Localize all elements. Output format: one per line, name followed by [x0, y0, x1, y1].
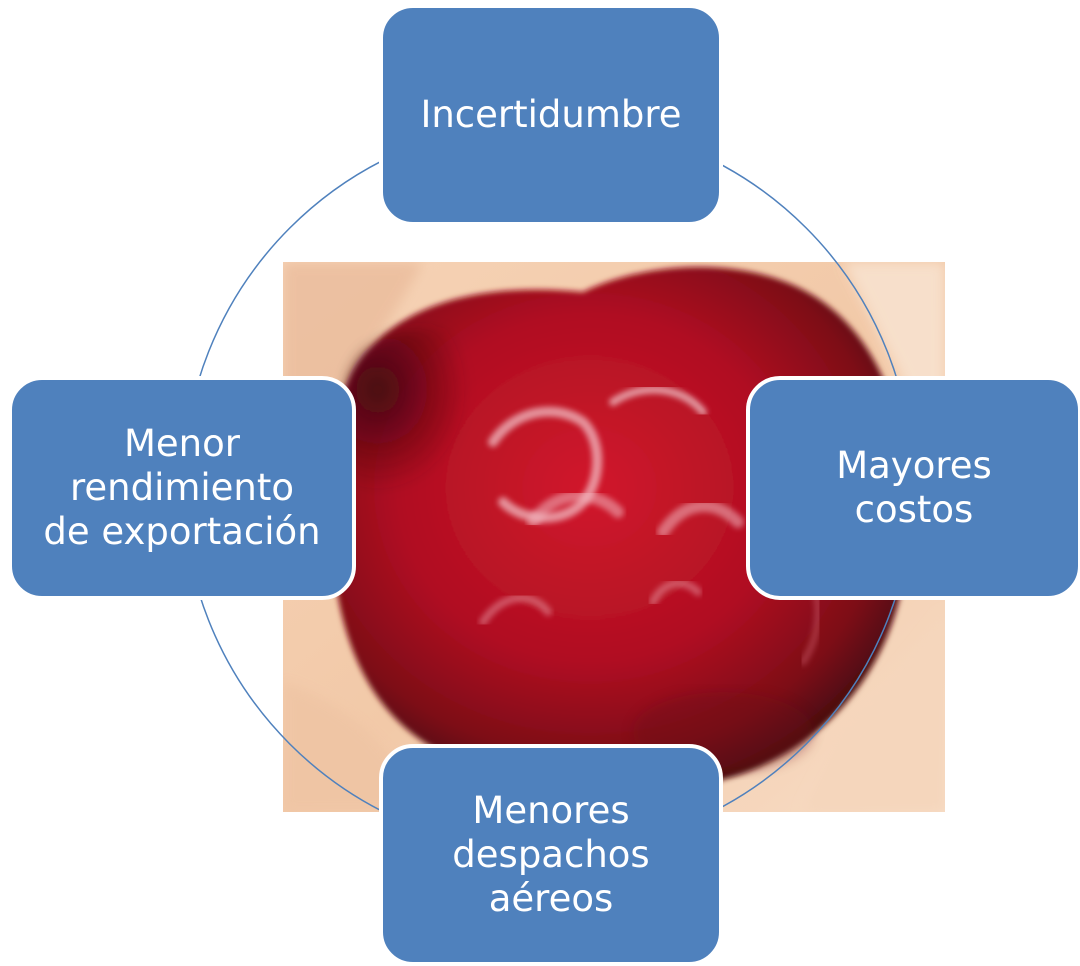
node-uncertainty-label: Incertidumbre — [420, 93, 682, 136]
node-lower-export-yield: Menor rendimiento de exportación — [8, 376, 356, 600]
node-higher-costs-label: Mayores costos — [836, 444, 992, 531]
node-fewer-air-shipments: Menores despachos aéreos — [379, 744, 723, 966]
node-higher-costs: Mayores costos — [746, 376, 1080, 600]
node-lower-export-yield-label: Menor rendimiento de exportación — [43, 422, 321, 553]
node-fewer-air-shipments-label: Menores despachos aéreos — [452, 789, 650, 920]
node-uncertainty: Incertidumbre — [379, 4, 723, 226]
